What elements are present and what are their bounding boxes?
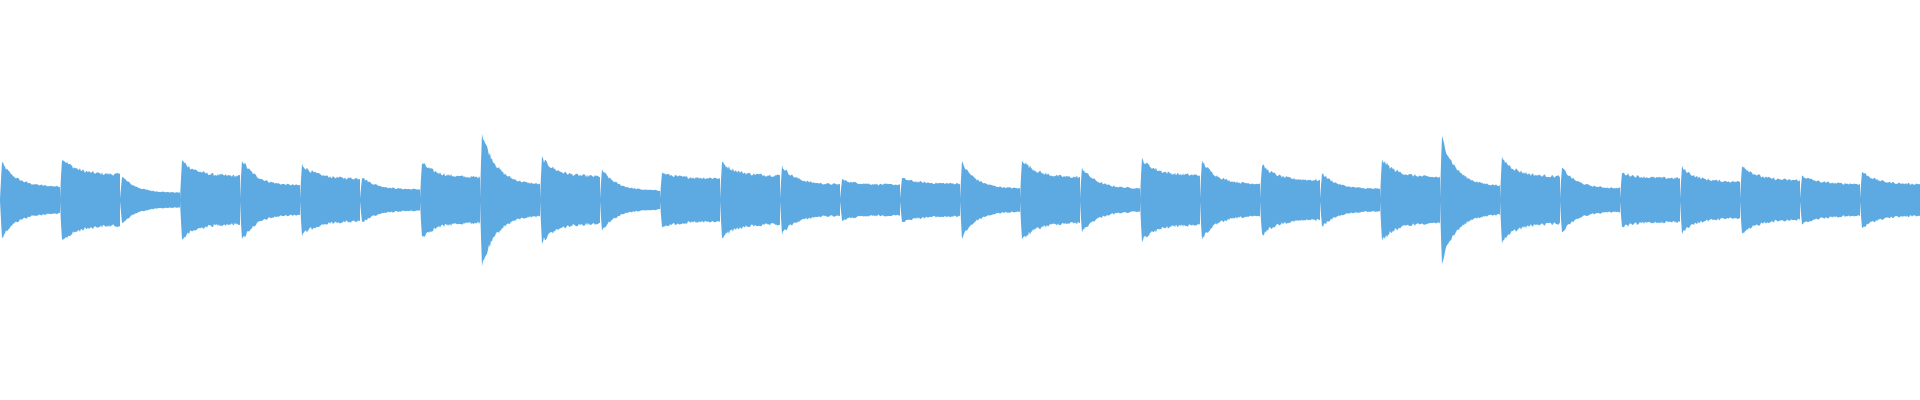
waveform-segments [0,133,1920,267]
waveform-centerline [0,198,1920,202]
